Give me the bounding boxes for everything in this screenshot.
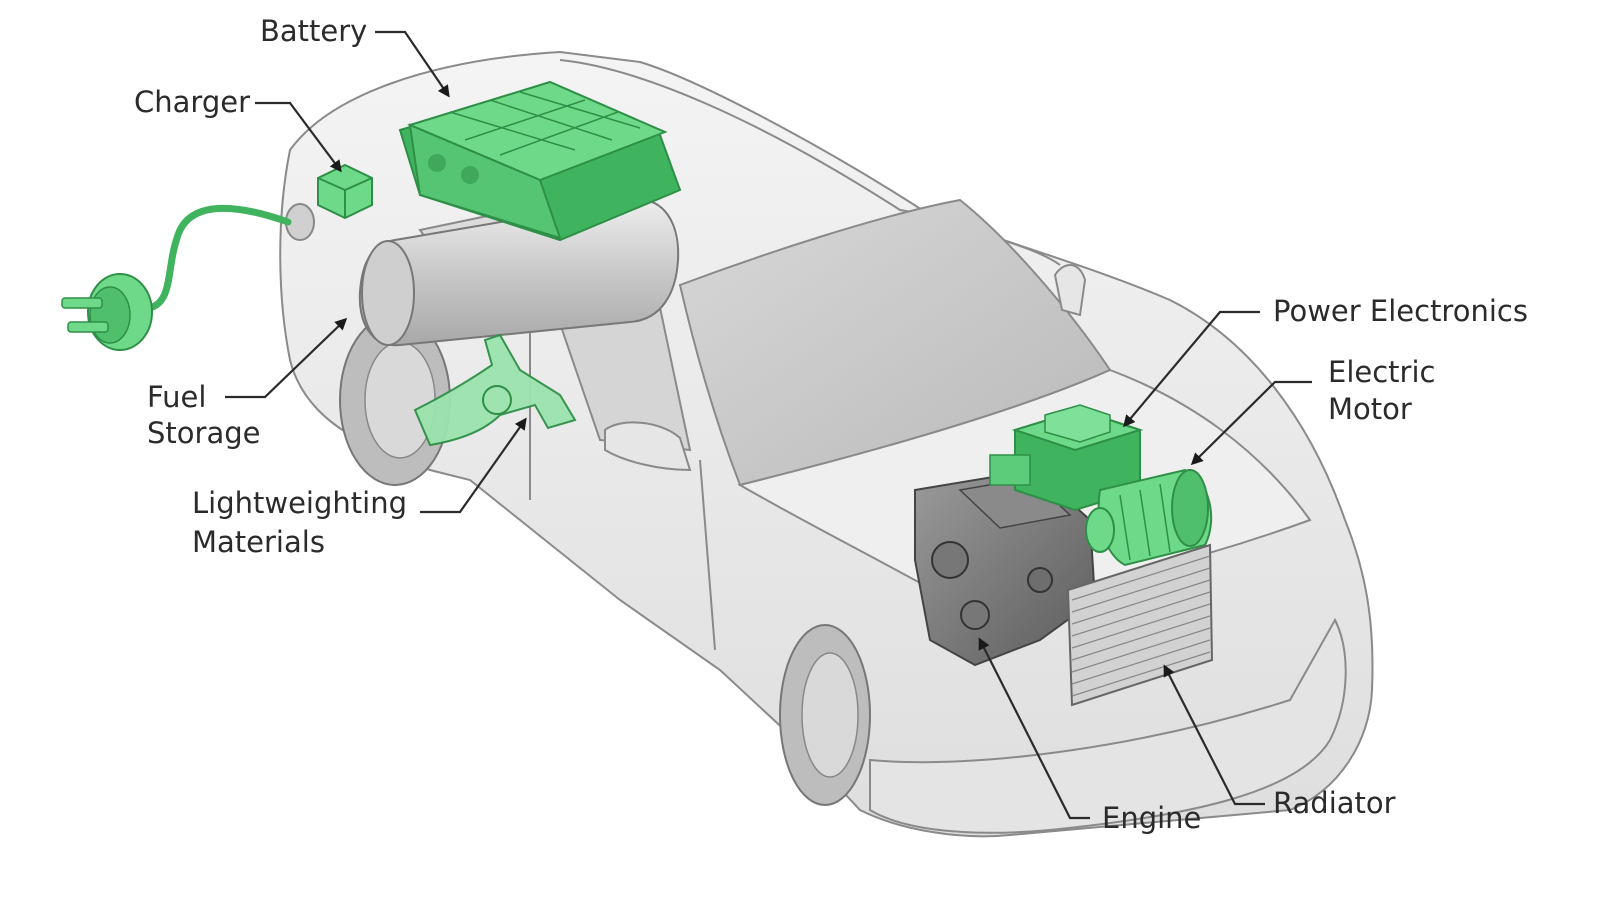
battery-pack [398,80,682,242]
charger-label: Charger [134,85,250,119]
fuel-storage-label-line1: Fuel [147,380,206,414]
battery-label: Battery [260,14,367,48]
front-bumper [869,617,1347,834]
lightweighting-leader [420,417,527,514]
plug-icon [61,204,292,351]
lightweighting-part [413,333,577,447]
power-electronics-leader [1123,310,1260,428]
roof-line [559,59,1061,266]
plug-prong-2 [67,321,109,333]
passenger-mirror [1053,264,1087,317]
motor-end-cap [1171,469,1209,547]
plug-prong-1 [61,297,103,309]
charger-leader [255,101,342,173]
battery-side [408,123,562,240]
engine-pulley-3 [1027,567,1053,593]
radiator-unit [1066,543,1214,707]
power-electronics-unit [989,404,1144,512]
front-wheel-rim [801,652,859,778]
engine-pulley-2 [960,600,990,630]
power-electronics-label: Power Electronics [1273,294,1528,328]
rear-wheel-rim [364,341,436,459]
battery-cells [449,91,641,156]
charging-cord [146,204,292,312]
bracket-hole [482,385,512,415]
electric-motor-label-line1: Electric [1328,355,1435,389]
battery-leader [375,30,450,98]
battery-connector-1 [428,154,446,172]
engine-pulley-1 [931,541,969,579]
lightweighting-label-line2: Materials [192,525,325,559]
radiator-leader [1163,664,1265,806]
fuel-storage-leader [225,317,348,399]
side-mirror [604,421,692,472]
radiator-label: Radiator [1273,786,1396,820]
lightweighting-label-line1: Lightweighting [192,486,407,520]
electric-motor-unit [1085,468,1213,567]
fuel-storage-label-line2: Storage [147,416,260,450]
engine-leader [978,637,1090,820]
radiator-fins [1071,555,1211,697]
power-electronics-top-box [1044,404,1111,443]
electric-motor-label-line2: Motor [1328,392,1412,426]
engine-label: Engine [1102,801,1201,835]
motor-shaft [1085,507,1115,553]
fuel-tank-end [361,240,415,346]
electric-motor-leader [1190,380,1312,466]
motor-ribs [1119,483,1171,561]
fuel-tank [358,198,680,347]
labels: Battery Charger Fuel Storage Lightweight… [134,14,1528,835]
battery-connector-2 [461,166,479,184]
leader-lines [225,30,1312,820]
power-electronics-side-box [989,454,1031,486]
charger-unit [317,163,373,220]
